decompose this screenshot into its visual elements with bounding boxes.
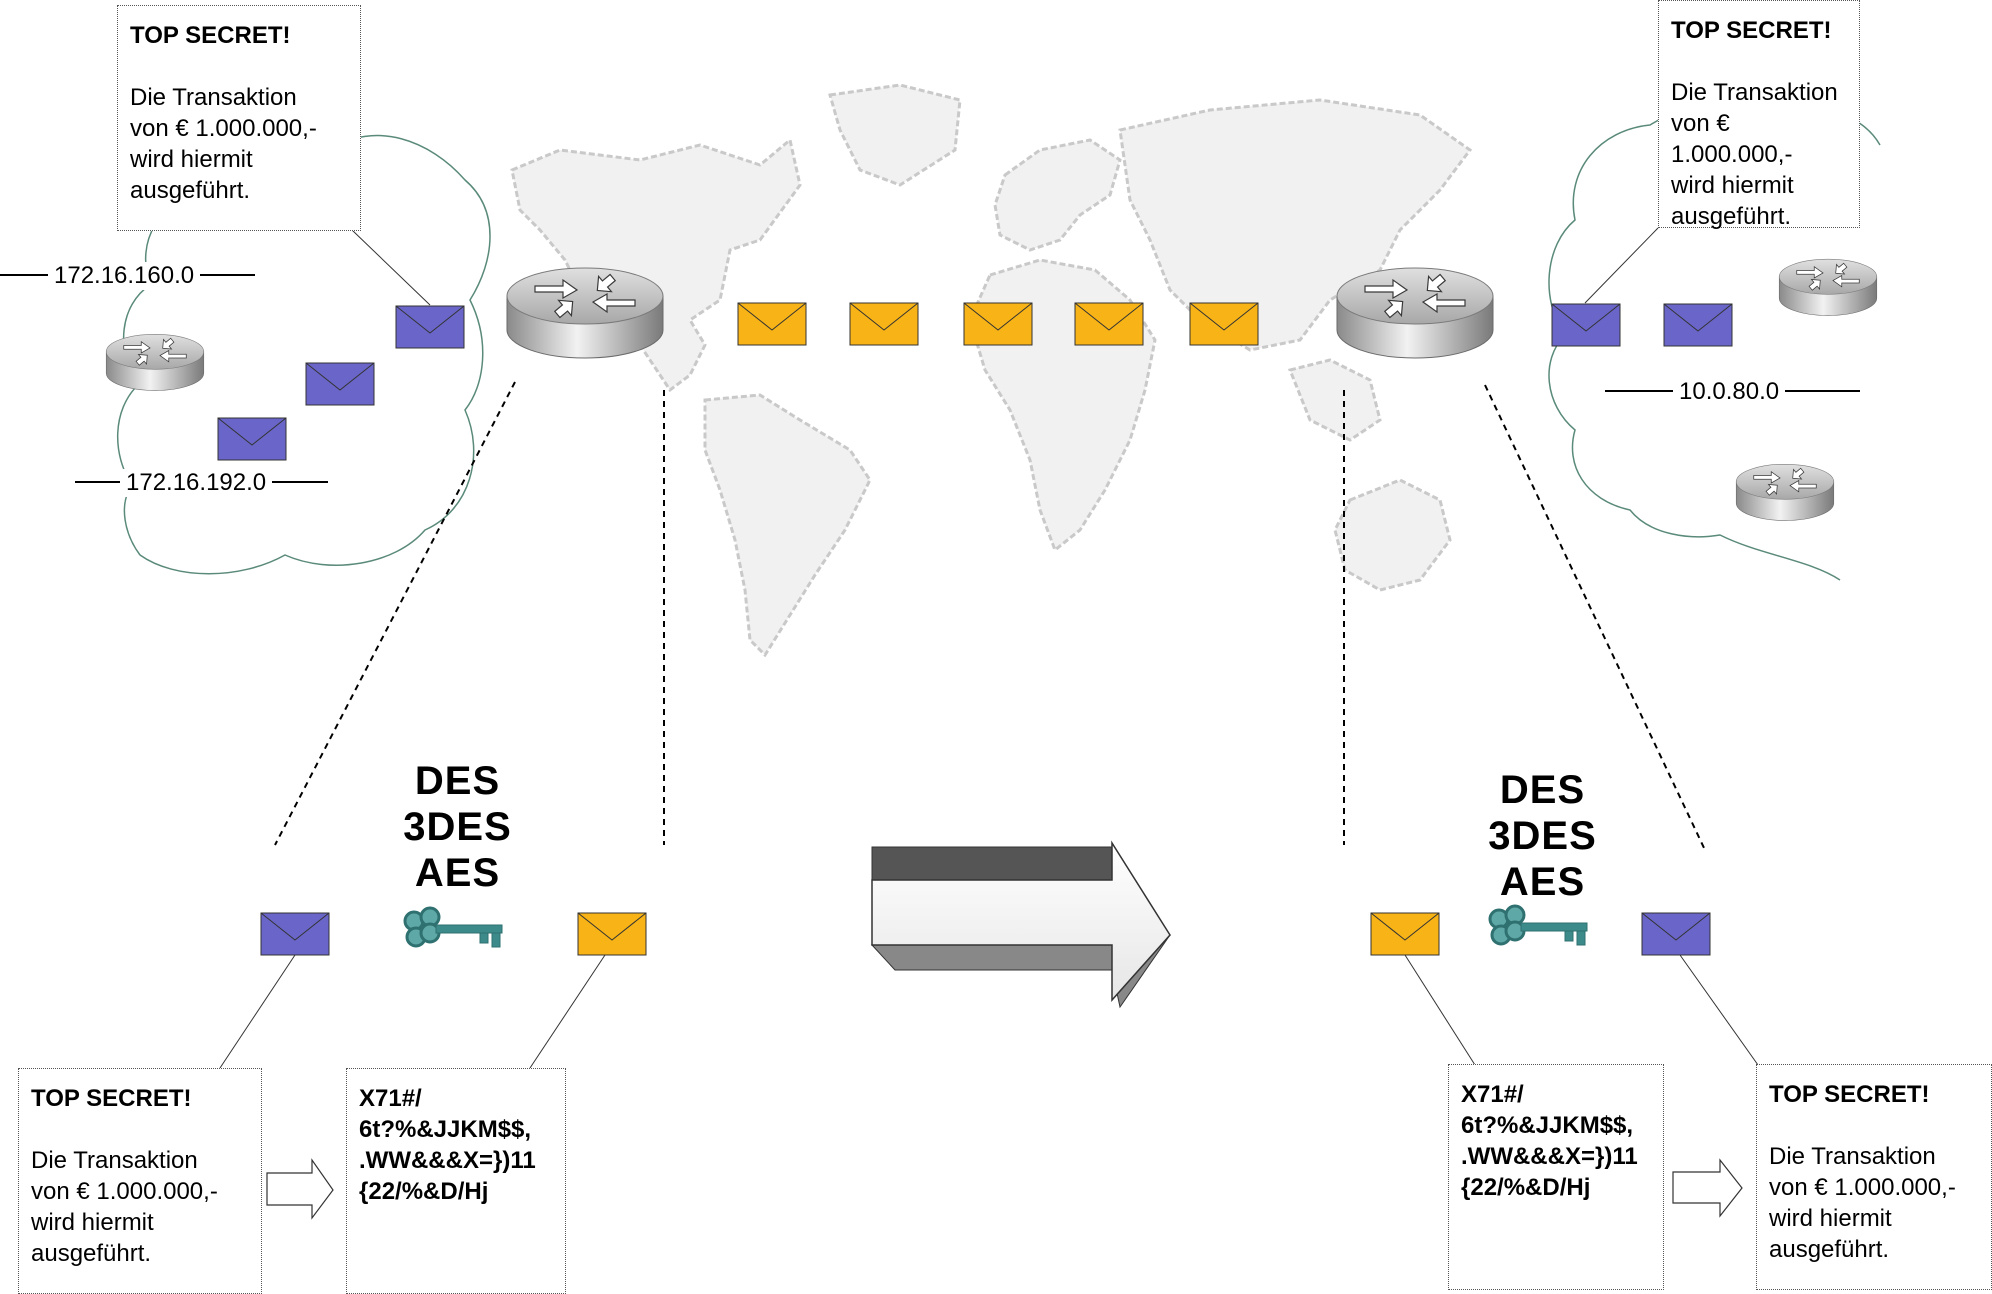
note-title: TOP SECRET! (31, 1085, 192, 1112)
note-body: Die Transaktion von € 1.000.000,- wird h… (1769, 1143, 1956, 1263)
arrow-right-icon (1672, 1158, 1743, 1218)
map-greenland (828, 83, 962, 187)
network-label: 10.0.80.0 (1673, 378, 1786, 406)
algorithm-list: DES 3DES AES (1480, 767, 1605, 905)
network-label: 172.16.192.0 (120, 469, 273, 497)
zoom-lines (274, 381, 1706, 851)
envelope-icon (1189, 302, 1259, 346)
note-title: TOP SECRET! (1671, 17, 1832, 44)
router-icon (1735, 463, 1835, 521)
envelope-icon (849, 302, 919, 346)
envelope-icon (1370, 912, 1440, 956)
envelope-icon (737, 302, 807, 346)
note-title: TOP SECRET! (1769, 1081, 1930, 1108)
algorithm-label: 3DES (1488, 814, 1597, 858)
note-body: Die Transaktion von € 1.000.000,- wird h… (31, 1147, 218, 1267)
ciphertext-note: X71#/ 6t?%&JJKM$$, .WW&&&X=})11 {22/%&D/… (346, 1068, 566, 1294)
key-icon (403, 906, 504, 949)
router-icon (1336, 267, 1494, 359)
envelope-icon (260, 912, 330, 956)
plaintext-note: TOP SECRET! Die Transaktion von € 1.000.… (117, 5, 361, 231)
envelope-icon (1074, 302, 1144, 346)
plaintext-note: TOP SECRET! Die Transaktion von € 1.000.… (1658, 0, 1860, 230)
algorithm-label: AES (1499, 860, 1586, 904)
envelope-icon (305, 362, 375, 406)
ciphertext-note: X71#/ 6t?%&JJKM$$, .WW&&&X=})11 {22/%&D/… (1448, 1064, 1664, 1290)
key-icon (1488, 904, 1589, 947)
envelope-icon (1551, 303, 1621, 347)
router-icon (1778, 258, 1878, 316)
envelope-icon (217, 417, 287, 461)
network-label: 172.16.160.0 (48, 262, 201, 290)
envelope-icon (963, 302, 1033, 346)
plaintext-note: TOP SECRET! Die Transaktion von € 1.000.… (1756, 1064, 1992, 1290)
algorithm-label: 3DES (403, 805, 512, 849)
algorithm-list: DES 3DES AES (395, 758, 520, 896)
algorithm-label: AES (414, 851, 501, 895)
map-southeast-asia (1287, 358, 1382, 442)
map-australia (1333, 478, 1452, 592)
envelope-icon (1641, 912, 1711, 956)
algorithm-label: DES (1499, 768, 1586, 812)
router-icon (105, 333, 205, 391)
arrow-right-icon (266, 1158, 334, 1220)
note-body: Die Transaktion von € 1.000.000,- wird h… (1671, 79, 1838, 230)
plaintext-note: TOP SECRET! Die Transaktion von € 1.000.… (18, 1068, 262, 1294)
world-map (510, 83, 1473, 658)
envelope-icon (1663, 303, 1733, 347)
envelope-icon (577, 912, 647, 956)
map-europe (993, 138, 1122, 252)
note-title: TOP SECRET! (130, 22, 291, 49)
router-icon (506, 267, 664, 359)
pointer-lines (219, 227, 1759, 1069)
note-body: Die Transaktion von € 1.000.000,- wird h… (130, 84, 317, 204)
algorithm-label: DES (414, 759, 501, 803)
envelope-icon (395, 305, 465, 349)
map-south-america (703, 393, 872, 658)
arrow-right-icon (870, 840, 1171, 1009)
